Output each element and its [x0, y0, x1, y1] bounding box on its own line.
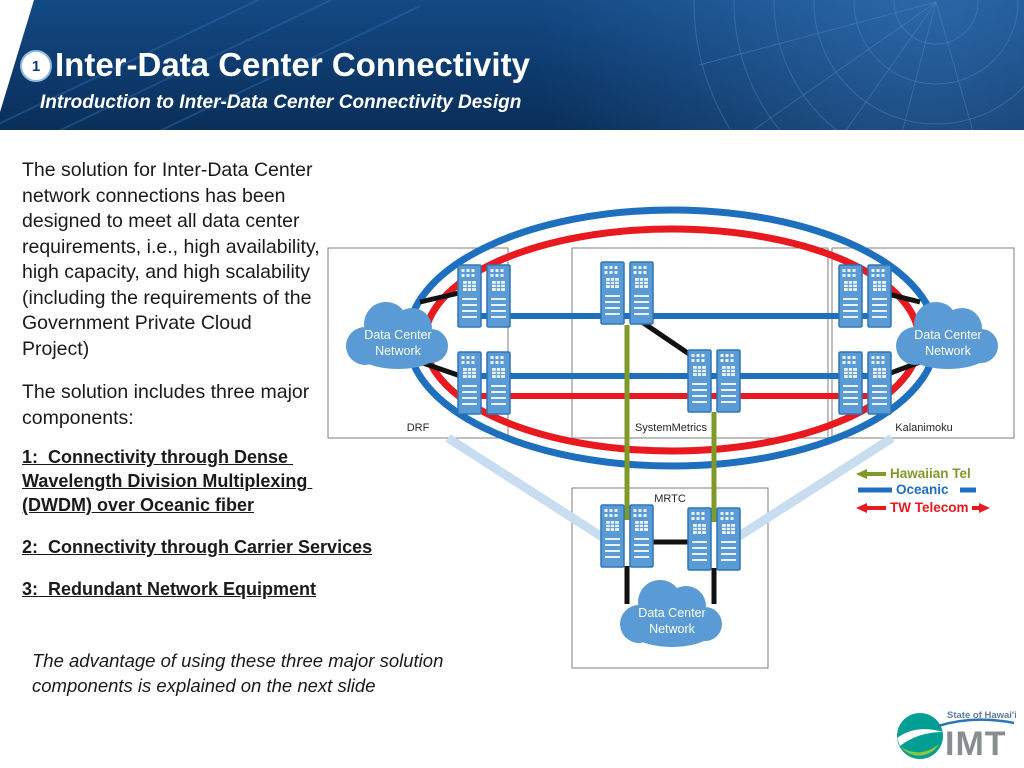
cloud-label: Network — [375, 344, 422, 358]
imt-logo-text: IMT — [945, 725, 1007, 763]
cloud-label: Network — [925, 344, 972, 358]
site-label-systemmetrics: SystemMetrics — [635, 422, 708, 434]
slide-number-badge: 1 — [20, 50, 52, 82]
imt-logo-state-text: State of Hawai'i — [947, 710, 1016, 721]
legend-label-tw-telecom: TW Telecom — [890, 500, 969, 515]
slide-subtitle: Introduction to Inter-Data Center Connec… — [40, 92, 522, 113]
imt-logo-swoosh — [897, 729, 943, 746]
carrier-link-left — [445, 434, 613, 546]
legend-label-oceanic: Oceanic — [896, 482, 949, 497]
cloud-label: Network — [649, 622, 696, 636]
imt-logo-globe — [897, 713, 943, 759]
cloud-label: Data Center — [364, 328, 431, 342]
advantage-note: The advantage of using these three major… — [32, 650, 449, 696]
legend: Hawaiian Tel Oceanic TW Telecom — [856, 466, 990, 515]
cloud-bottom: Data Center Network — [620, 580, 722, 647]
legend-arrow-tw-telecom — [856, 503, 867, 513]
imt-logo-arc — [937, 718, 1015, 728]
cloud-label: Data Center — [914, 328, 981, 342]
legend-arrow-tw-telecom — [979, 503, 990, 513]
cloud-label: Data Center — [638, 606, 705, 620]
body-text-column: The solution for Inter-Data Center netwo… — [22, 158, 492, 619]
site-label-mrtc: MRTC — [654, 493, 686, 505]
slide-title: Inter-Data Center Connectivity — [55, 46, 530, 83]
carrier-link-right — [727, 434, 895, 546]
legend-arrow-hawaiian-tel — [856, 469, 867, 479]
cloud-right: Data Center Network — [896, 302, 998, 369]
component-1: 1: Connectivity through Dense Wavelength… — [22, 447, 313, 515]
title-banner — [0, 0, 1024, 130]
components-intro: The solution includes three major compon… — [22, 381, 315, 429]
cloud-left: Data Center Network — [346, 302, 448, 369]
banner-streaks — [0, 0, 420, 130]
component-2: 2: Connectivity through Carrier Services — [22, 537, 373, 557]
network-diagram: Data Center Network Data Center Network … — [327, 206, 1015, 669]
site-label-drf: DRF — [407, 422, 430, 434]
banner-grid-pattern — [693, 0, 1024, 130]
legend-label-hawaiian-tel: Hawaiian Tel — [890, 466, 971, 481]
imt-logo: State of Hawai'i IMT — [897, 710, 1016, 763]
site-label-kalanimoku: Kalanimoku — [895, 422, 952, 434]
solution-paragraph: The solution for Inter-Data Center netwo… — [22, 159, 326, 360]
imt-logo-leaf — [901, 744, 939, 756]
component-3: 3: Redundant Network Equipment — [22, 579, 317, 599]
